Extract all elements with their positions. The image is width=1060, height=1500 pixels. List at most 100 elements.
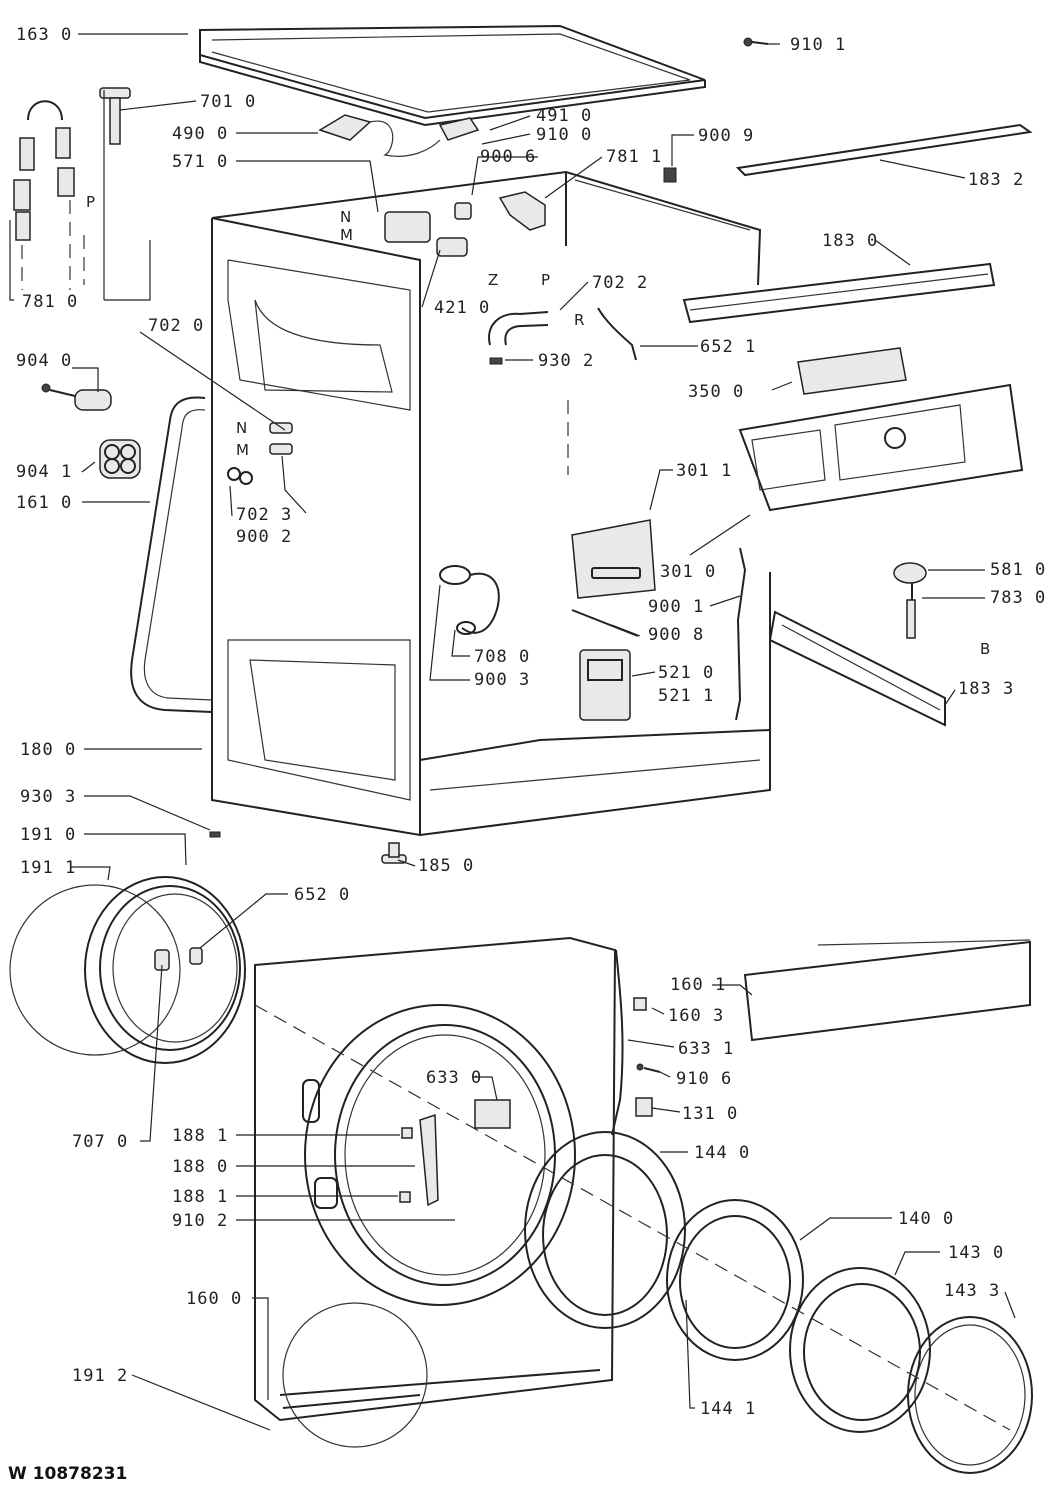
label-183-3: 183 3 [958, 679, 1014, 699]
leader-lines [9, 33, 1016, 1431]
label-160-1: 160 1 [670, 975, 726, 995]
part-633-0 [474, 1099, 511, 1129]
label-652-0: 652 0 [294, 885, 350, 905]
label-163-0: 163 0 [16, 25, 72, 45]
part-131-0 [635, 1097, 653, 1117]
label-930-3: 930 3 [20, 787, 76, 807]
part-panel-strip-160-1 [743, 939, 1031, 1042]
part-cable-loom [571, 547, 747, 721]
letter-m-valve: M [340, 226, 353, 244]
letter-p-hose: P [541, 271, 550, 289]
label-707-0: 707 0 [72, 1132, 128, 1152]
letter-r: R [574, 311, 584, 329]
part-door-frame-144 [524, 1131, 686, 1329]
part-screw-930-2 [489, 357, 503, 365]
part-door-glass-143 [789, 1267, 931, 1433]
label-900-6: 900 6 [480, 147, 536, 167]
part-valves [384, 191, 546, 257]
label-900-1: 900 1 [648, 597, 704, 617]
label-183-0: 183 0 [822, 231, 878, 251]
part-904-0 [41, 383, 112, 411]
label-188-0: 188 0 [172, 1157, 228, 1177]
part-door-lock-188 [399, 1113, 439, 1207]
label-188-1-lower: 188 1 [172, 1187, 228, 1207]
label-183-2: 183 2 [968, 170, 1024, 190]
label-180-0: 180 0 [20, 740, 76, 760]
label-701-0: 701 0 [200, 92, 256, 112]
part-pressure-switch-581 [893, 562, 927, 639]
label-185-0: 185 0 [418, 856, 474, 876]
label-140-0: 140 0 [898, 1209, 954, 1229]
part-module-521 [579, 649, 631, 721]
label-652-1: 652 1 [700, 337, 756, 357]
part-springs [13, 100, 85, 290]
part-door-seal-191 [9, 876, 246, 1064]
part-hose-708 [439, 565, 500, 635]
label-521-1: 521 1 [658, 686, 714, 706]
letter-b: B [980, 640, 990, 658]
part-door-ring-140 [666, 1199, 804, 1361]
label-301-0: 301 0 [660, 562, 716, 582]
label-708-0: 708 0 [474, 647, 530, 667]
part-904-1 [99, 439, 141, 479]
label-910-0: 910 0 [536, 125, 592, 145]
label-900-2: 900 2 [236, 527, 292, 547]
label-421-0: 421 0 [434, 298, 490, 318]
label-571-0: 571 0 [172, 152, 228, 172]
label-702-2: 702 2 [592, 273, 648, 293]
label-904-0: 904 0 [16, 351, 72, 371]
part-foot-185 [381, 842, 407, 864]
label-900-9: 900 9 [698, 126, 754, 146]
label-144-1: 144 1 [700, 1399, 756, 1419]
part-490-cable [318, 114, 480, 157]
label-144-0: 144 0 [694, 1143, 750, 1163]
part-front-panel-160 [254, 936, 617, 1448]
label-301-1: 301 1 [676, 461, 732, 481]
label-131-0: 131 0 [682, 1104, 738, 1124]
part-701 [99, 87, 131, 145]
part-ring-143-3 [907, 1316, 1033, 1474]
label-191-0: 191 0 [20, 825, 76, 845]
part-cabinet-body [211, 217, 771, 837]
part-control-panel-301-1 [738, 383, 1024, 512]
label-161-0: 161 0 [16, 493, 72, 513]
label-900-8: 900 8 [648, 625, 704, 645]
part-detergent-drawer-301-0 [571, 519, 656, 599]
part-screw-930-3 [209, 831, 221, 838]
letter-m-connector: M [236, 441, 249, 459]
part-cable-633-1 [611, 949, 624, 1136]
label-633-1: 633 1 [678, 1039, 734, 1059]
label-490-0: 490 0 [172, 124, 228, 144]
part-rail-183-2 [735, 123, 1033, 177]
label-783-0: 783 0 [990, 588, 1046, 608]
label-633-0: 633 0 [426, 1068, 482, 1088]
label-781-1: 781 1 [606, 147, 662, 167]
label-191-2: 191 2 [72, 1366, 128, 1386]
part-161-0 [130, 396, 213, 713]
part-hose-702-2 [488, 311, 549, 346]
label-930-2: 930 2 [538, 351, 594, 371]
part-160-3 [633, 997, 647, 1011]
connector-letters: P N M Z P R N M B [86, 193, 990, 658]
label-904-1: 904 1 [16, 462, 72, 482]
document-id: W 10878231 [8, 1464, 128, 1484]
callout-labels: 163 0 910 1 701 0 490 0 491 0 910 0 571 … [16, 25, 1046, 1419]
label-910-1: 910 1 [790, 35, 846, 55]
part-cable-652-1 [597, 307, 637, 361]
letter-n-connector: N [236, 419, 247, 437]
label-702-0: 702 0 [148, 316, 204, 336]
part-cabinet-top-frame [211, 170, 762, 286]
part-control-board-350 [797, 347, 907, 395]
label-910-6: 910 6 [676, 1069, 732, 1089]
part-clip-900-9 [663, 167, 677, 183]
part-screw-910-6 [636, 1063, 661, 1073]
label-910-2: 910 2 [172, 1211, 228, 1231]
label-781-0: 781 0 [22, 292, 78, 312]
label-188-1-upper: 188 1 [172, 1126, 228, 1146]
letter-n-valve: N [340, 208, 351, 226]
label-900-3: 900 3 [474, 670, 530, 690]
part-rail-183-0 [682, 262, 996, 324]
label-581-0: 581 0 [990, 560, 1046, 580]
label-491-0: 491 0 [536, 106, 592, 126]
